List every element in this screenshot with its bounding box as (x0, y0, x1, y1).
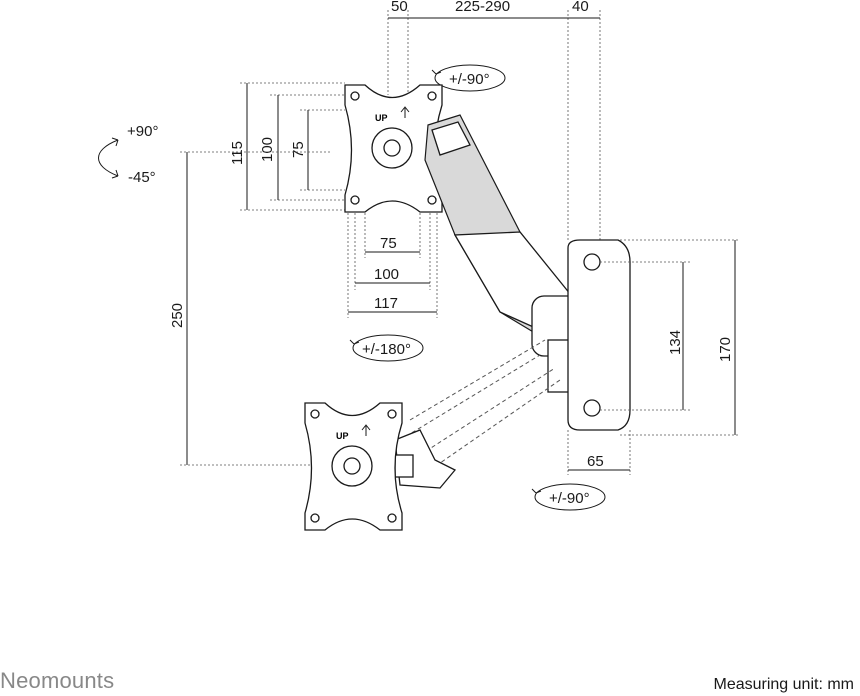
dim-wall-plate-170: 170 (717, 337, 734, 362)
dim-base-65: 65 (587, 453, 604, 470)
dim-plate-75-h: 75 (380, 235, 397, 252)
dim-plate-75-v: 75 (290, 141, 307, 158)
dim-height-travel: 250 (169, 303, 186, 328)
rotation-swivel-top: +/-90° (449, 71, 490, 88)
plate-vertical-dims (240, 82, 345, 211)
dim-plate-117-h: 117 (374, 295, 398, 312)
swivel-top-indicator (431, 64, 506, 92)
height-travel-dim (180, 151, 330, 466)
plate-up-marking-lower: UP (336, 431, 349, 441)
tilt-indicator (98, 137, 119, 179)
rotation-tilt-down: -45° (128, 169, 156, 186)
rotation-tilt-up: +90° (127, 123, 158, 140)
dim-wall-plate-134: 134 (667, 330, 684, 355)
vesa-plate-lower (304, 402, 403, 531)
dim-top-offset: 50 (391, 0, 408, 15)
dim-arm-reach: 225-290 (455, 0, 510, 15)
plate-horizontal-dims (347, 205, 438, 318)
rotation-180-indicator (349, 334, 424, 362)
dim-wall-depth: 40 (572, 0, 589, 15)
rotation-swivel-bottom: +/-90° (549, 490, 590, 507)
vesa-plate-upper (344, 84, 443, 213)
brand-logo-text: Neomounts (0, 668, 115, 693)
dim-plate-115: 115 (229, 141, 246, 165)
wall-plate-dims (567, 239, 740, 475)
swivel-bottom-indicator (531, 483, 606, 511)
dim-plate-100-v: 100 (259, 137, 276, 162)
rotation-rotate: +/-180° (362, 341, 411, 358)
wall-plate (567, 239, 631, 431)
arm-lowered-ghost (394, 339, 561, 489)
dim-plate-100-h: 100 (374, 266, 399, 283)
measuring-unit-note: Measuring unit: mm (713, 676, 855, 693)
plate-up-marking-upper: UP (375, 113, 388, 123)
